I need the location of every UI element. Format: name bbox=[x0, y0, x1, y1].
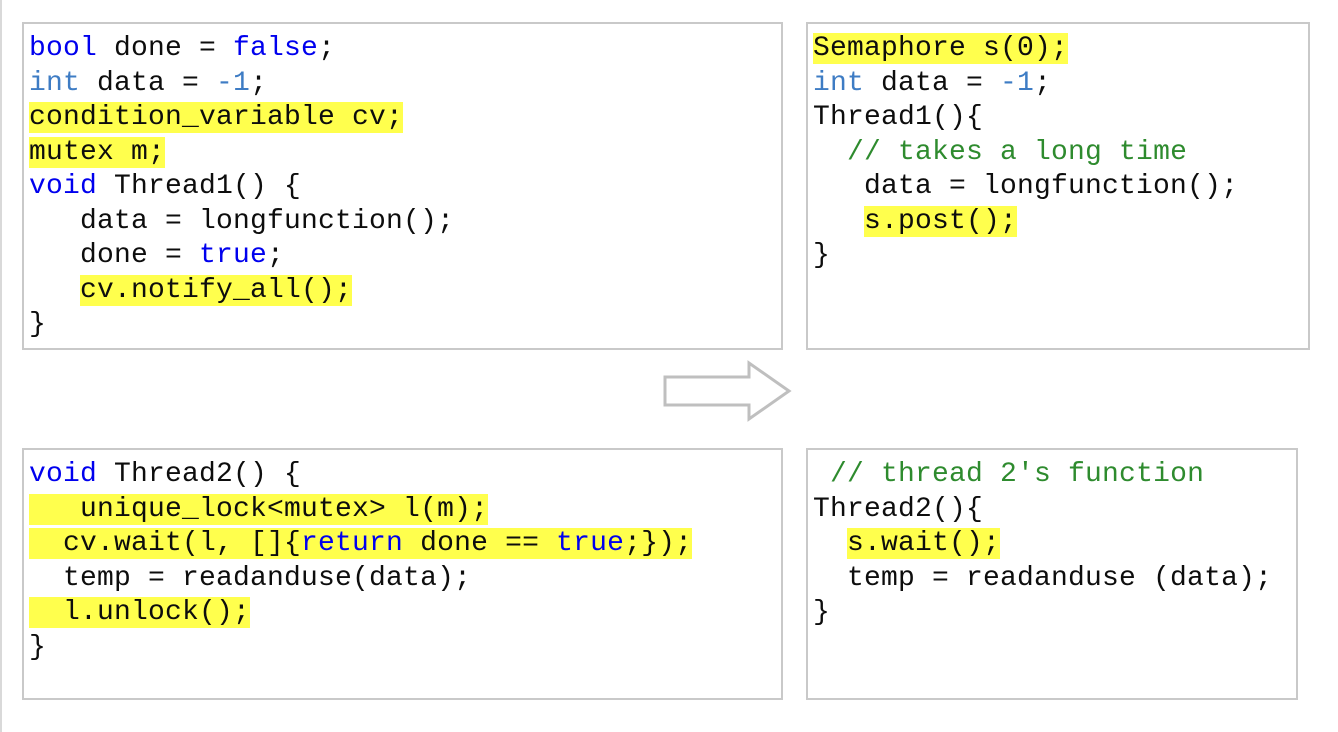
code-token bbox=[813, 206, 864, 237]
code-line: // thread 2's function bbox=[813, 458, 1292, 493]
code-line: int data = -1; bbox=[813, 67, 1304, 102]
canvas-edge-line bbox=[0, 0, 2, 732]
code-token: } bbox=[29, 631, 47, 663]
highlighted-code-token: unique_lock<mutex> l(m); bbox=[29, 493, 489, 525]
code-token bbox=[29, 275, 80, 306]
right-arrow-icon bbox=[663, 360, 793, 422]
code-token: done = bbox=[29, 240, 200, 271]
code-line: cv.notify_all(); bbox=[29, 274, 777, 309]
highlighted-code-token: mutex m; bbox=[29, 136, 166, 168]
code-panel-condition-variable-thread2: void Thread2() { unique_lock<mutex> l(m)… bbox=[22, 448, 783, 700]
code-token: ; bbox=[250, 67, 268, 99]
highlighted-code-token: cv.wait(l, []{ bbox=[29, 528, 302, 559]
code-token: temp = readanduse (data); bbox=[813, 562, 1273, 594]
code-line: data = longfunction(); bbox=[813, 170, 1304, 205]
highlighted-code-token: s.wait(); bbox=[847, 528, 1001, 559]
code-token: data = bbox=[864, 67, 1001, 99]
code-token: false bbox=[233, 33, 319, 64]
code-token: } bbox=[813, 240, 831, 271]
code-token: Thread1() { bbox=[97, 171, 302, 202]
highlighted-code-token: ;}); bbox=[624, 528, 693, 559]
code-line: bool done = false; bbox=[29, 32, 777, 67]
code-panel-semaphore-thread1: Semaphore s(0);int data = -1;Thread1(){ … bbox=[806, 22, 1310, 350]
code-token: int bbox=[29, 67, 81, 99]
code-line: Thread1(){ bbox=[813, 101, 1304, 136]
code-token: } bbox=[813, 597, 831, 628]
code-token: data = longfunction(); bbox=[813, 171, 1239, 202]
highlighted-code-token: done == bbox=[403, 528, 557, 559]
code-line: s.wait(); bbox=[813, 527, 1292, 562]
code-line: done = true; bbox=[29, 239, 777, 274]
code-token: done = bbox=[97, 33, 234, 64]
highlighted-code-token: l.unlock(); bbox=[29, 597, 251, 628]
code-token: data = bbox=[80, 67, 217, 99]
code-line: // takes a long time bbox=[813, 136, 1304, 171]
code-line: cv.wait(l, []{return done == true;}); bbox=[29, 527, 777, 562]
code-line: void Thread1() { bbox=[29, 170, 777, 205]
code-line: Thread2(){ bbox=[813, 493, 1292, 528]
code-token: void bbox=[29, 171, 98, 202]
code-line: l.unlock(); bbox=[29, 596, 777, 631]
code-token: void bbox=[29, 459, 98, 490]
code-line: } bbox=[813, 596, 1292, 631]
code-token: bool bbox=[29, 33, 98, 64]
code-line: s.post(); bbox=[813, 205, 1304, 240]
code-line: temp = readanduse(data); bbox=[29, 562, 777, 597]
code-line: condition_variable cv; bbox=[29, 101, 777, 136]
code-token: -1 bbox=[216, 67, 251, 99]
code-token: int bbox=[813, 67, 865, 99]
highlighted-code-token: Semaphore s(0); bbox=[813, 33, 1069, 64]
code-token: Thread2() { bbox=[97, 459, 302, 490]
code-token: temp = readanduse(data); bbox=[29, 562, 472, 594]
code-line: mutex m; bbox=[29, 136, 777, 171]
code-token: data = longfunction(); bbox=[29, 205, 455, 237]
highlighted-code-token: true bbox=[556, 528, 625, 559]
highlighted-code-token: condition_variable cv; bbox=[29, 102, 404, 133]
highlighted-code-token: s.post(); bbox=[864, 205, 1018, 237]
code-token: // takes a long time bbox=[847, 136, 1188, 168]
code-token bbox=[813, 459, 830, 490]
code-token: true bbox=[199, 240, 268, 271]
code-token bbox=[813, 528, 847, 559]
code-token bbox=[813, 137, 847, 168]
code-line: } bbox=[29, 631, 777, 666]
code-token: Thread2(){ bbox=[813, 493, 984, 525]
code-line: data = longfunction(); bbox=[29, 205, 777, 240]
code-token: ; bbox=[267, 240, 285, 271]
code-line: void Thread2() { bbox=[29, 458, 777, 493]
code-token: Thread1(){ bbox=[813, 102, 984, 133]
code-line: } bbox=[29, 308, 777, 343]
highlighted-code-token: cv.notify_all(); bbox=[80, 274, 353, 306]
code-line: int data = -1; bbox=[29, 67, 777, 102]
code-line: unique_lock<mutex> l(m); bbox=[29, 493, 777, 528]
code-panel-condition-variable-thread1: bool done = false;int data = -1;conditio… bbox=[22, 22, 783, 350]
code-token: ; bbox=[318, 33, 336, 64]
code-token: } bbox=[29, 309, 47, 340]
code-line: } bbox=[813, 239, 1304, 274]
code-token: // thread 2's function bbox=[830, 459, 1205, 490]
code-line: Semaphore s(0); bbox=[813, 32, 1304, 67]
code-token: ; bbox=[1034, 67, 1052, 99]
code-line: temp = readanduse (data); bbox=[813, 562, 1292, 597]
code-token: -1 bbox=[1000, 67, 1035, 99]
highlighted-code-token: return bbox=[301, 528, 404, 559]
